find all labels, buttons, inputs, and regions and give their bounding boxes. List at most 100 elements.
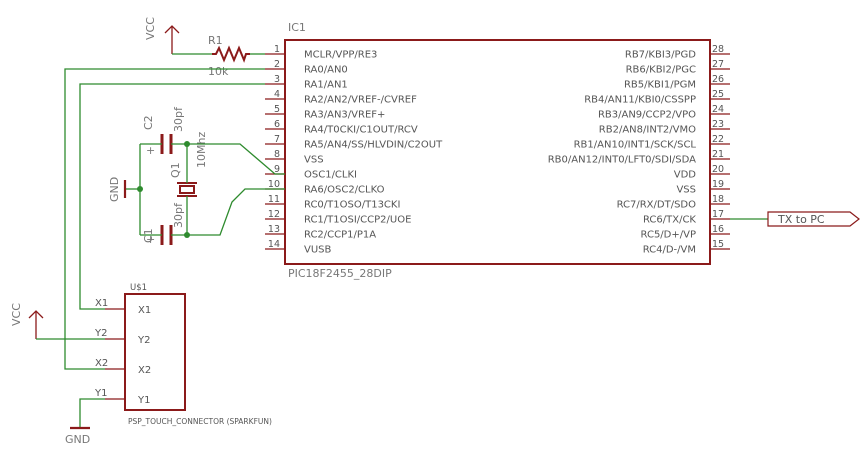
ic-pin-num-23: 23 <box>712 119 724 130</box>
wire-ra0-x2 <box>64 68 265 370</box>
connector-pin-outer-x2: X2 <box>95 358 108 369</box>
cap-top-ref: C2 <box>142 115 155 130</box>
ic-pin-name-27: RB6/KBI2/PGC <box>626 65 696 76</box>
ic-pin-num-18: 18 <box>712 194 724 205</box>
ic-pin-name-6: RA4/T0CKI/C1OUT/RCV <box>304 125 418 136</box>
crystal-value: 10Mhz <box>195 132 208 168</box>
ic-pin-name-22: RB1/AN10/INT1/SCK/SCL <box>574 140 697 151</box>
gnd-bottom-label: GND <box>65 433 90 446</box>
connector-pin-inner-y1: Y1 <box>137 395 150 406</box>
cap-top-value: 30pf <box>172 106 185 132</box>
junction-osc2 <box>184 232 190 238</box>
ic-pin-num-2: 2 <box>274 59 280 70</box>
ic-pin-num-13: 13 <box>268 224 280 235</box>
ic-pin-name-15: RC4/D-/VM <box>643 245 696 256</box>
ic-pin-name-7: RA5/AN4/SS/HLVDIN/C2OUT <box>304 140 443 151</box>
wire-osc1 <box>171 143 285 175</box>
ic-pin-name-9: OSC1/CLKI <box>304 170 357 181</box>
ic-pin-num-22: 22 <box>712 134 724 145</box>
ic-body <box>284 39 711 265</box>
ic-pin-num-10: 10 <box>268 179 280 190</box>
ic-pin-name-14: VUSB <box>304 245 332 256</box>
connector-pin-inner-x1: X1 <box>138 305 151 316</box>
vcc-left-symbol <box>28 310 44 339</box>
wire-y1-gnd <box>79 398 105 428</box>
ic-pin-num-7: 7 <box>274 134 280 145</box>
ic-pin-num-8: 8 <box>274 149 280 160</box>
svg-text:+: + <box>146 233 155 246</box>
wire-osc2 <box>171 188 285 236</box>
ic-right-pins: 28RB7/KBI3/PGD27RB6/KBI2/PGC26RB5/KBI1/P… <box>548 44 730 256</box>
crystal-ref: Q1 <box>169 162 182 178</box>
ic-pin-num-12: 12 <box>268 209 280 220</box>
wire-ra1-x1 <box>79 83 265 310</box>
svg-text:+: + <box>146 144 155 157</box>
connector-pin-outer-x1: X1 <box>95 298 108 309</box>
capacitor-c2: + <box>146 134 173 157</box>
ic-pin-name-3: RA1/AN1 <box>304 80 348 91</box>
ic-pin-num-5: 5 <box>274 104 280 115</box>
ic-pin-num-4: 4 <box>274 89 280 100</box>
resistor-value: 10k <box>208 65 229 78</box>
ic-pin-name-17: RC6/TX/CK <box>643 215 696 226</box>
ic-pin-num-6: 6 <box>274 119 280 130</box>
ic-pin-num-1: 1 <box>274 44 280 55</box>
ic-pin-num-24: 24 <box>712 104 724 115</box>
ic-pin-name-5: RA3/AN3/VREF+ <box>304 110 385 121</box>
vcc-top-label: VCC <box>144 17 157 40</box>
ic-pin-name-20: VDD <box>674 170 697 181</box>
ic-pin-num-11: 11 <box>268 194 280 205</box>
ic-value: PIC18F2455_28DIP <box>288 267 392 280</box>
cap-bottom-ref: C1 <box>142 228 155 243</box>
ic-pin-name-8: VSS <box>304 155 324 166</box>
connector-pin-outer-y2: Y2 <box>94 328 107 339</box>
net-label-tx <box>767 211 860 227</box>
ic-pin-name-10: RA6/OSC2/CLKO <box>304 185 385 196</box>
ic-pin-num-14: 14 <box>268 239 280 250</box>
ic-pin-num-16: 16 <box>712 224 724 235</box>
ic-pin-num-15: 15 <box>712 239 724 250</box>
ic-pin-name-23: RB2/AN8/INT2/VMO <box>599 125 696 136</box>
ic-ref: IC1 <box>288 21 306 34</box>
ic-pin-name-4: RA2/AN2/VREF-/CVREF <box>304 95 417 106</box>
ic-pin-name-24: RB3/AN9/CCP2/VPO <box>598 110 696 121</box>
connector-value: PSP_TOUCH_CONNECTOR (SPARKFUN) <box>128 417 272 426</box>
ic-pin-name-28: RB7/KBI3/PGD <box>625 50 696 61</box>
junction-gnd <box>137 186 143 192</box>
vcc-left-label: VCC <box>10 303 23 326</box>
ic-pin-name-19: VSS <box>676 185 696 196</box>
connector-pin-inner-y2: Y2 <box>137 335 150 346</box>
ic-pin-name-21: RB0/AN12/INT0/LFT0/SDI/SDA <box>548 155 696 166</box>
cap-bottom-value: 30pf <box>172 202 185 228</box>
junction-osc1 <box>184 141 190 147</box>
ic-pin-name-2: RA0/AN0 <box>304 65 348 76</box>
ic-pin-num-3: 3 <box>274 74 280 85</box>
ic-pin-name-26: RB5/KBI1/PGM <box>624 80 696 91</box>
net-label-tx-text: TX to PC <box>777 213 825 226</box>
ic-pin-name-16: RC5/D+/VP <box>641 230 696 241</box>
ic-pin-name-11: RC0/T1OSO/T13CKI <box>304 200 400 211</box>
connector-pin-outer-y1: Y1 <box>94 388 107 399</box>
ic-pin-num-17: 17 <box>712 209 724 220</box>
ic-pin-num-25: 25 <box>712 89 724 100</box>
ic-pin-name-12: RC1/T1OSI/CCP2/UOE <box>304 215 411 226</box>
ic-pin-num-21: 21 <box>712 149 724 160</box>
ic-pin-name-18: RC7/RX/DT/SDO <box>617 200 697 211</box>
ic-pin-num-9: 9 <box>274 164 280 175</box>
connector-pin-inner-x2: X2 <box>138 365 151 376</box>
resistor-ref: R1 <box>208 34 223 47</box>
ic-pin-num-27: 27 <box>712 59 724 70</box>
gnd-caps-label: GND <box>108 177 121 202</box>
ic-pin-num-20: 20 <box>712 164 724 175</box>
connector-body <box>124 293 186 411</box>
resistor-r1 <box>212 45 250 63</box>
connector-ref: U$1 <box>130 283 147 293</box>
ic-pin-name-1: MCLR/VPP/RE3 <box>304 50 377 61</box>
crystal-q1 <box>177 182 197 197</box>
vcc-top-symbol <box>164 25 180 54</box>
ic-pin-name-25: RB4/AN11/KBI0/CSSPP <box>584 95 696 106</box>
